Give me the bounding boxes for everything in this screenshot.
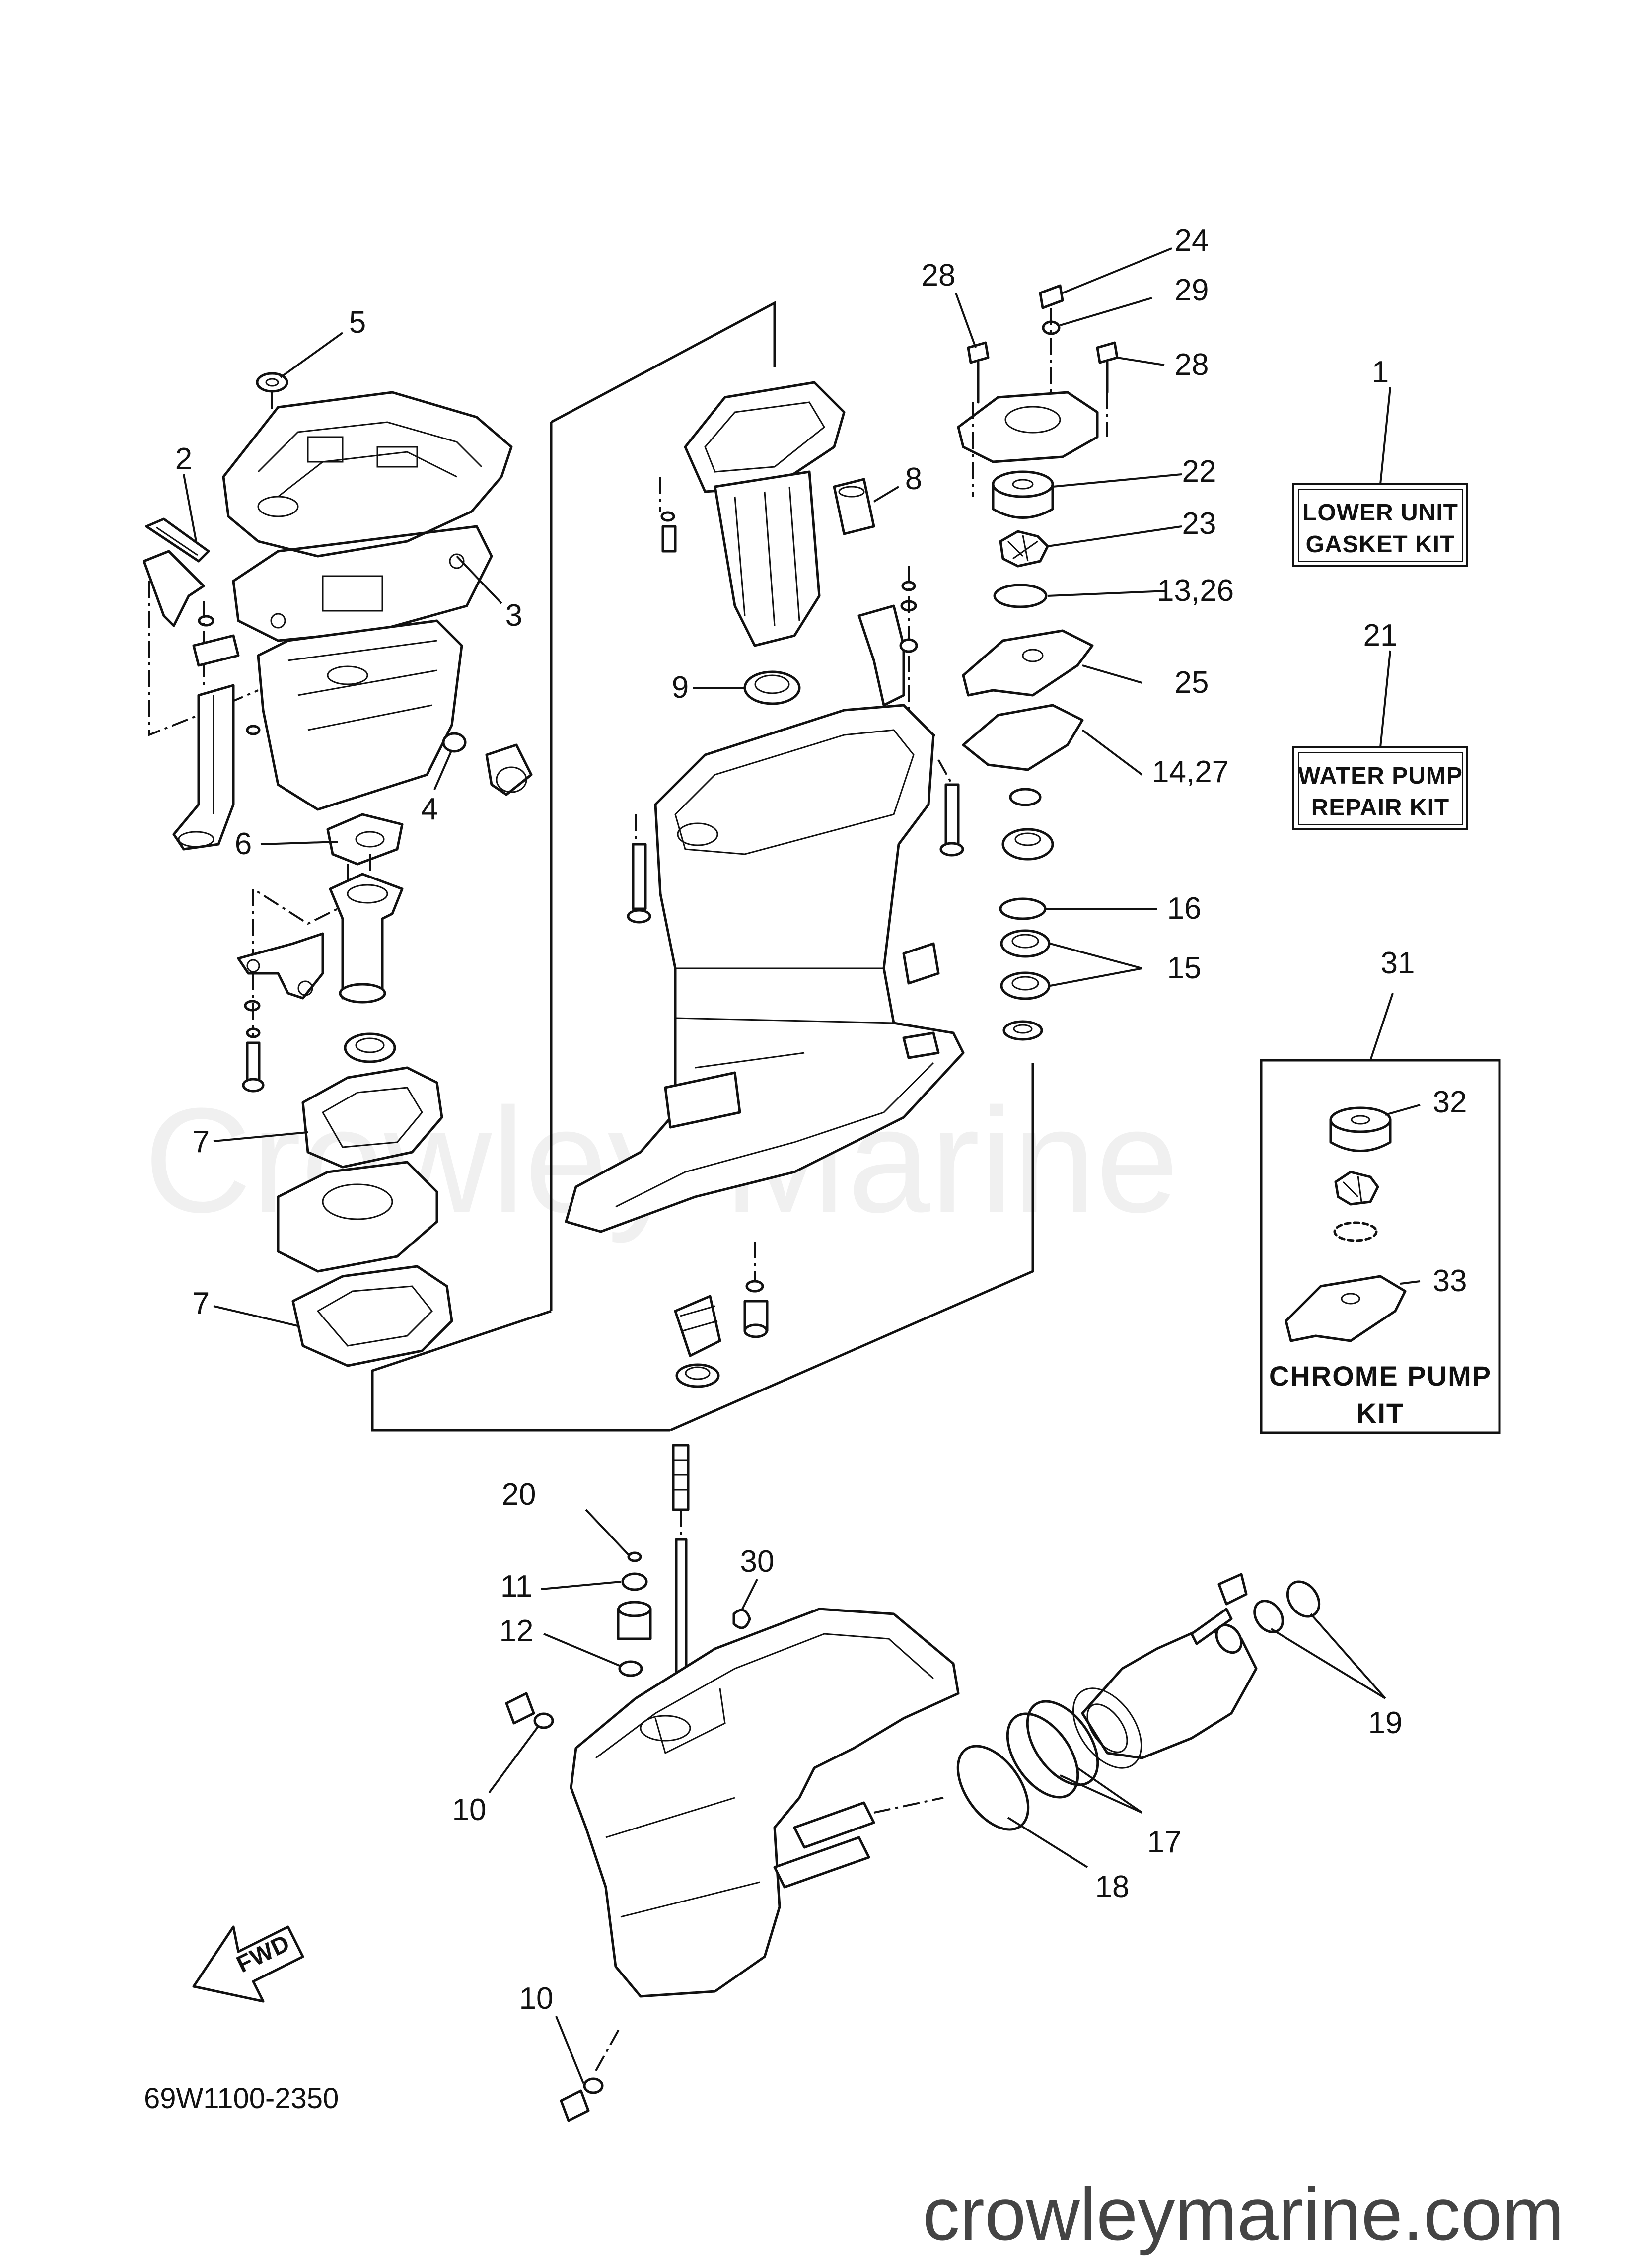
callout-4: 4 <box>421 792 438 826</box>
callout-14-27: 14,27 <box>1152 755 1229 789</box>
callout-22: 22 <box>1182 454 1216 489</box>
callout-23: 23 <box>1182 507 1216 541</box>
callout-21: 21 <box>1363 618 1398 653</box>
callout-6: 6 <box>235 827 252 861</box>
callout-25: 25 <box>1175 665 1209 700</box>
callout-32: 32 <box>1433 1085 1467 1119</box>
callout-24: 24 <box>1175 223 1209 258</box>
center-small-parts <box>674 1242 769 1388</box>
water-pump-group <box>957 284 1119 1041</box>
callout-33: 33 <box>1433 1264 1467 1298</box>
part-code: 69W1100-2350 <box>144 2082 339 2115</box>
callout-19: 19 <box>1368 1706 1403 1740</box>
midsection-housing <box>565 704 965 1233</box>
callout-2: 2 <box>175 442 192 476</box>
kit-box-water-pump-repair: WATER PUMP REPAIR KIT <box>1292 746 1468 830</box>
callout-7a: 7 <box>193 1125 210 1159</box>
lower-gearcase <box>505 1444 1321 2122</box>
kit-box-lower-unit-gasket: LOWER UNIT GASKET KIT <box>1292 483 1468 567</box>
callout-28b: 28 <box>1175 348 1209 382</box>
callout-13-26: 13,26 <box>1157 574 1234 608</box>
callout-3: 3 <box>505 598 522 633</box>
callout-29: 29 <box>1175 273 1209 307</box>
callout-10b: 10 <box>519 1981 554 2016</box>
callout-31: 31 <box>1381 946 1415 980</box>
callout-8: 8 <box>905 462 922 496</box>
kit-21-line2: REPAIR KIT <box>1311 795 1449 821</box>
kit-1-line1: LOWER UNIT <box>1302 500 1458 526</box>
callout-10a: 10 <box>452 1793 487 1827</box>
fwd-arrow-icon: FWD <box>192 1925 304 2003</box>
callout-28a: 28 <box>922 258 956 293</box>
callout-12: 12 <box>500 1614 534 1648</box>
callout-18: 18 <box>1095 1870 1130 1904</box>
kit-31-line2: KIT <box>1356 1397 1404 1429</box>
callout-15: 15 <box>1167 951 1202 985</box>
callout-labels: 1 2 3 4 5 6 7 7 8 9 10 10 11 12 13,26 14… <box>175 223 1467 2016</box>
callout-11: 11 <box>500 1569 532 1604</box>
leader-lines <box>183 247 1421 2084</box>
upper-casing-group <box>143 372 533 851</box>
callout-9: 9 <box>672 670 689 705</box>
kit-box-chrome-pump: CHROME PUMP KIT <box>1260 1059 1501 1434</box>
callout-5: 5 <box>349 305 366 340</box>
kit-21-line1: WATER PUMP <box>1298 763 1463 789</box>
callout-1: 1 <box>1372 355 1389 389</box>
kit-1-line2: GASKET KIT <box>1306 531 1455 558</box>
website-url: crowleymarine.com <box>923 2172 1564 2256</box>
left-lower-stack <box>237 813 453 1367</box>
kit-31-line1: CHROME PUMP <box>1269 1360 1492 1391</box>
upper-casing-center <box>659 381 938 736</box>
callout-17: 17 <box>1147 1825 1182 1859</box>
callout-7b: 7 <box>193 1286 210 1320</box>
callout-20: 20 <box>502 1477 536 1512</box>
callout-30: 30 <box>740 1544 775 1579</box>
callout-16: 16 <box>1167 891 1202 926</box>
assembly-frame-lines <box>371 300 1034 1432</box>
